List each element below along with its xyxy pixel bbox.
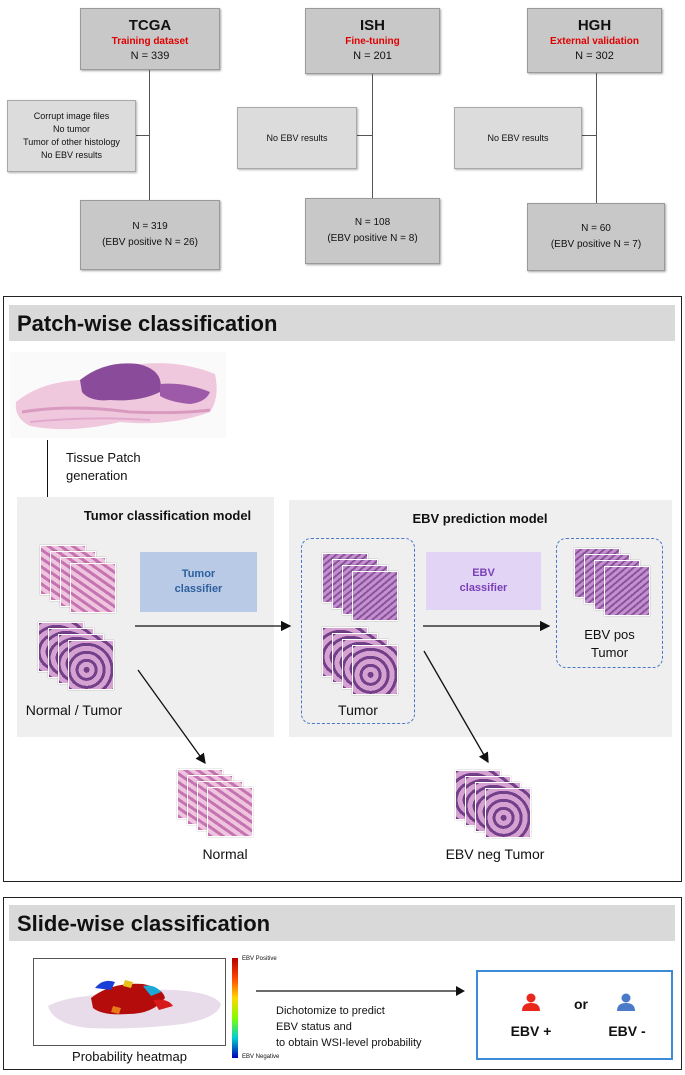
result-positive-label: EBV + — [510, 1023, 552, 1039]
patch-wise-title: Patch-wise classification — [9, 305, 675, 341]
tumor-patch-stack — [322, 627, 402, 699]
tumor-model-title: Tumor classification model — [83, 508, 252, 523]
colorbar-top-label: EBV Positive — [242, 956, 277, 962]
flow-arrows — [135, 620, 551, 765]
tumor-classifier-box: Tumor classifier — [140, 552, 257, 612]
ebv-model-title: EBV prediction model — [412, 511, 548, 526]
slide-wise-panel — [3, 897, 682, 1070]
tumor-patch-stack — [38, 622, 118, 694]
cohort-n: N = 302 — [575, 50, 614, 62]
connector — [136, 135, 150, 136]
tumor-input-group — [301, 538, 415, 724]
result-n: N = 60 — [581, 223, 611, 234]
tumor-label: Tumor — [338, 702, 378, 718]
exclusion-item: No tumor — [52, 124, 90, 134]
result-positive: (EBV positive N = 8) — [327, 233, 418, 244]
heatmap-label: Probability heatmap — [72, 1049, 187, 1064]
connector — [357, 135, 373, 136]
normal-output-label: Normal — [202, 846, 248, 862]
description-line: Dichotomize to predict — [276, 1005, 385, 1017]
ebv-pos-label: EBV pos Tumor — [556, 626, 663, 662]
whole-slide-image — [10, 352, 226, 438]
ebv-neg-output-label: EBV neg Tumor — [445, 846, 545, 862]
connector — [582, 135, 597, 136]
result-positive: (EBV positive N = 7) — [550, 239, 642, 250]
description-line: EBV status and — [276, 1021, 352, 1033]
cohort-n: N = 201 — [353, 50, 392, 62]
patch-generation-line: Tissue Patch — [66, 450, 141, 465]
ebv-neg-output-stack — [455, 770, 535, 842]
classifier-line: classifier — [459, 582, 508, 594]
ish-exclusion-box: No EBV results — [237, 107, 357, 169]
connector — [372, 74, 373, 198]
patch-wise-panel — [3, 296, 682, 882]
description-line: to obtain WSI-level probability — [276, 1037, 422, 1049]
slide-wise-title: Slide-wise classification — [9, 905, 675, 941]
normal-patch-stack — [40, 545, 120, 617]
tumor-patch-stack — [322, 553, 402, 625]
person-positive-icon — [522, 993, 540, 1011]
exclusion-item: No EBV results — [487, 132, 549, 143]
classifier-line: Tumor — [181, 568, 216, 580]
normal-tumor-label: Normal / Tumor — [25, 702, 123, 718]
result-n: N = 319 — [132, 221, 168, 232]
result-negative-label: EBV - — [608, 1023, 646, 1039]
exclusion-item: No EBV results — [266, 132, 328, 143]
ebv-pos-line: EBV pos — [584, 627, 635, 642]
hgh-cohort-box: HGH External validation N = 302 — [527, 8, 662, 73]
slide-description: Dichotomize to predict EBV status and to… — [276, 1003, 422, 1051]
exclusion-item: No EBV results — [40, 150, 103, 160]
tumor-model-panel — [17, 497, 274, 737]
tcga-result-box: N = 319 (EBV positive N = 26) — [80, 200, 220, 270]
ebv-pos-patch-stack — [574, 548, 654, 620]
hgh-exclusion-box: No EBV results — [454, 107, 582, 169]
cohort-role: Fine-tuning — [345, 36, 400, 47]
cohort-name: TCGA — [128, 17, 172, 34]
ish-cohort-box: ISH Fine-tuning N = 201 — [305, 8, 440, 74]
classifier-line: EBV — [472, 567, 495, 579]
ebv-pos-group — [556, 538, 663, 668]
cohort-role: Training dataset — [111, 36, 189, 47]
colorbar — [232, 958, 238, 1058]
hgh-result-box: N = 60 (EBV positive N = 7) — [527, 203, 665, 271]
exclusion-item: Corrupt image files — [33, 111, 110, 121]
probability-heatmap — [33, 958, 226, 1046]
tcga-exclusion-box: Corrupt image files No tumor Tumor of ot… — [7, 100, 136, 172]
dichotomize-arrow — [256, 986, 465, 996]
person-negative-icon — [617, 993, 635, 1011]
cohort-name: ISH — [359, 17, 385, 34]
tcga-cohort-box: TCGA Training dataset N = 339 — [80, 8, 220, 70]
cohort-n: N = 339 — [130, 50, 170, 62]
connector — [596, 73, 597, 203]
result-box — [476, 970, 673, 1060]
result-positive: (EBV positive N = 26) — [102, 237, 198, 248]
ish-result-box: N = 108 (EBV positive N = 8) — [305, 198, 440, 264]
cohort-role: External validation — [550, 36, 639, 47]
result-n: N = 108 — [354, 217, 391, 228]
normal-output-stack — [177, 769, 257, 841]
cohort-name: HGH — [577, 17, 612, 34]
patch-generation-line: generation — [66, 468, 128, 483]
colorbar-bottom-label: EBV Negative — [242, 1054, 280, 1060]
exclusion-item: Tumor of other histology — [23, 137, 120, 147]
result-or: or — [574, 996, 588, 1012]
ebv-pos-line: Tumor — [590, 645, 629, 660]
patch-generation-label: Tissue Patch generation — [66, 449, 141, 485]
ebv-classifier-box: EBV classifier — [426, 552, 541, 610]
classifier-line: classifier — [174, 583, 223, 595]
patch-generation-arrow — [47, 440, 48, 544]
